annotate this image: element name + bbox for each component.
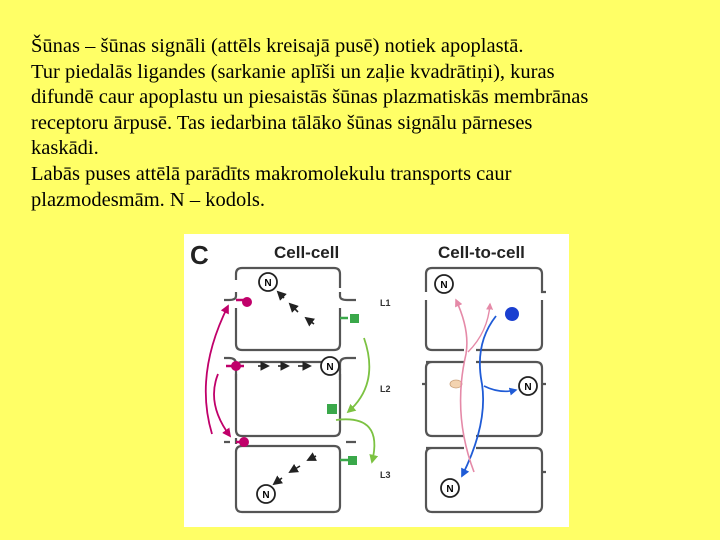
left-title: Cell-cell: [274, 243, 339, 262]
nucleus-right-top: N: [435, 275, 453, 293]
right-cell-wall: [426, 448, 542, 512]
cascade-arrow: [306, 318, 314, 324]
red-diffusion-arrow: [206, 306, 228, 434]
right-cell-wall: [426, 300, 542, 350]
nucleus-right-middle: N: [519, 377, 537, 395]
green-diffusion-arrow: [348, 338, 369, 412]
nucleus-left-top: N: [259, 273, 277, 291]
text-line: plazmodesmām. N – kodols.: [31, 188, 691, 214]
green-diffusion-arrow: [336, 419, 374, 462]
macromolecule-blue: [505, 307, 519, 321]
diffusion-arrows: [206, 306, 375, 462]
cascade-arrow: [274, 478, 282, 484]
cascade-arrow: [278, 292, 284, 298]
left-cell-wall: [340, 292, 356, 300]
cascade-arrows: [258, 292, 316, 484]
left-cell-wall: [224, 292, 236, 300]
left-cell-wall: [236, 268, 340, 288]
left-cell-wall: [236, 446, 340, 512]
transport: [450, 300, 519, 476]
red-diffusion-arrow: [214, 374, 230, 436]
green-ligand: [348, 456, 357, 465]
right-title: Cell-to-cell: [438, 243, 525, 262]
nuclei: N N N N N N: [257, 273, 537, 503]
text-line: Labās puses attēlā parādīts makromolekul…: [31, 162, 691, 188]
cascade-arrow: [290, 304, 298, 312]
nucleus-label: N: [326, 362, 333, 373]
green-ligand: [327, 404, 337, 414]
left-cell-wall: [236, 308, 340, 350]
vesicle: [450, 380, 462, 388]
text-line: Šūnas – šūnas signāli (attēls kreisajā p…: [31, 34, 691, 60]
red-ligand: [242, 297, 252, 307]
left-cell-wall: [236, 374, 340, 436]
nucleus-left-middle: N: [321, 357, 339, 375]
cascade-arrow: [308, 456, 316, 460]
pink-transport-arrow: [468, 304, 490, 352]
nucleus-label: N: [524, 382, 531, 393]
nucleus-label: N: [440, 280, 447, 291]
text-line: receptoru ārpusē. Tas iedarbina tālāko š…: [31, 111, 691, 137]
text-line: Tur piedalās ligandes (sarkanie aplīši u…: [31, 60, 691, 86]
nucleus-left-bottom: N: [257, 485, 275, 503]
nucleus-label: N: [446, 484, 453, 495]
text-line: difundē caur apoplastu un piesaistās šūn…: [31, 85, 691, 111]
signaling-figure: C Cell-cell Cell-to-cell L1 L2 L3: [184, 234, 569, 527]
description-text: Šūnas – šūnas signāli (attēls kreisajā p…: [31, 34, 691, 213]
green-ligand: [350, 314, 359, 323]
nucleus-label: N: [264, 278, 271, 289]
nucleus-right-bottom: N: [441, 479, 459, 497]
nucleus-label: N: [262, 490, 269, 501]
layer-label-l3: L3: [380, 470, 391, 480]
left-cell-wall: [340, 358, 356, 380]
cascade-arrow: [290, 466, 300, 472]
layer-label-l1: L1: [380, 298, 391, 308]
panel-letter: C: [190, 240, 209, 270]
text-line: kaskādi.: [31, 136, 691, 162]
blue-transport-arrow: [484, 386, 516, 391]
layer-label-l2: L2: [380, 384, 391, 394]
signaling-diagram: C Cell-cell Cell-to-cell L1 L2 L3: [184, 234, 569, 527]
